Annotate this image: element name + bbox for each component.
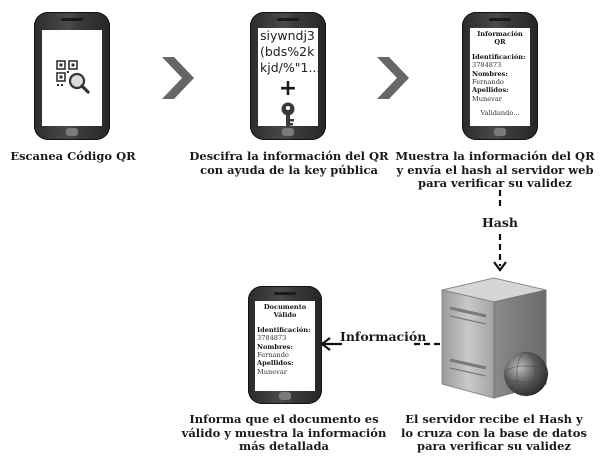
cipher-line: (bds%2k <box>260 44 315 59</box>
phone-home-button <box>66 128 78 136</box>
phone-speaker <box>489 18 511 21</box>
screen-title: Documento <box>263 303 307 311</box>
step-decrypt-caption: Descifra la información del QR con ayuda… <box>178 149 400 177</box>
id-value: 3784873 <box>257 334 287 343</box>
phone-screen: Documento Válido Identificación: 3784873… <box>255 301 315 391</box>
phone-scan <box>34 12 110 140</box>
cipher-text: siywndj3 (bds%2k kjd/%"1... <box>260 28 318 76</box>
names-value: Fernando <box>257 351 289 360</box>
phone-home-button <box>494 128 506 136</box>
caption-line: para verificar su validez <box>418 176 572 190</box>
surnames-label: Apellidos: <box>472 86 509 95</box>
phone-decrypt: siywndj3 (bds%2k kjd/%"1... + <box>250 12 326 140</box>
screen-title-sub: QR <box>494 38 506 47</box>
id-label: Identificación: <box>257 325 311 334</box>
caption-line: válido y muestra la información <box>181 425 387 440</box>
caption-line: más detallada <box>239 439 329 453</box>
phone-speaker <box>277 18 299 21</box>
id-value: 3784873 <box>472 61 502 70</box>
hash-connector-arrow <box>493 190 507 272</box>
phone-result: Documento Válido Identificación: 3784873… <box>248 286 322 404</box>
caption-line: lo cruza con la base de datos <box>401 425 587 440</box>
step-scan-caption: Escanea Código QR <box>10 149 136 163</box>
phone-home-button <box>279 392 291 400</box>
info-connector-arrow <box>320 337 440 351</box>
globe-icon <box>503 351 549 397</box>
caption-line: Informa que el documento es <box>189 412 379 426</box>
step-show-send-caption: Muestra la información del QR y envía el… <box>390 149 600 191</box>
names-label: Nombres: <box>257 342 293 351</box>
qr-magnifier-icon <box>56 60 90 94</box>
key-icon <box>281 102 295 126</box>
caption-line: Descifra la información del QR <box>189 149 389 163</box>
phone-home-button <box>282 128 294 136</box>
screen-title-sub: Válido <box>273 311 297 320</box>
step-server-caption: El servidor recibe el Hash y lo cruza co… <box>388 412 600 454</box>
phone-speaker <box>61 18 83 21</box>
id-label: Identificación: <box>472 52 526 61</box>
cipher-line: kjd/%"1... <box>260 60 318 75</box>
phone-screen <box>42 30 102 126</box>
step-result-caption: Informa que el documento es válido y mue… <box>178 412 390 454</box>
caption-line: con ayuda de la key pública <box>200 162 378 177</box>
surnames-value: Munevar <box>257 367 287 376</box>
phone-show-info: Información QR Identificación: 3784873 N… <box>462 12 538 140</box>
surnames-label: Apellidos: <box>257 359 294 368</box>
plus-sign: + <box>278 76 298 101</box>
server-icon <box>441 277 549 399</box>
names-value: Fernando <box>472 78 504 87</box>
screen-title: Información <box>477 30 523 38</box>
phone-speaker <box>274 292 296 295</box>
caption-line: y envía el hash al servidor web <box>396 162 594 177</box>
caption-line: para verificar su validez <box>417 439 571 453</box>
cipher-line: siywndj3 <box>260 28 315 43</box>
chevron-right-icon <box>162 57 194 99</box>
phone-screen: siywndj3 (bds%2k kjd/%"1... + <box>258 28 318 126</box>
phone-screen: Información QR Identificación: 3784873 N… <box>470 28 530 126</box>
surnames-value: Munevar <box>472 94 502 103</box>
info-label: Información <box>340 329 427 344</box>
names-label: Nombres: <box>472 69 508 78</box>
chevron-right-icon <box>377 57 409 99</box>
caption-line: Muestra la información del QR <box>395 149 595 163</box>
validating-status: Validando... <box>480 109 520 118</box>
hash-label: Hash <box>481 215 519 230</box>
caption-line: El servidor recibe el Hash y <box>405 412 583 426</box>
